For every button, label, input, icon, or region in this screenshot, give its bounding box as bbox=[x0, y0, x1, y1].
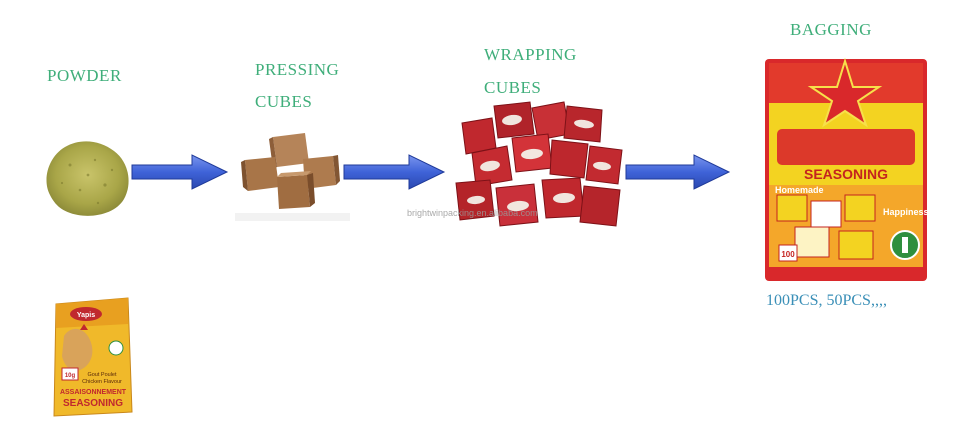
pressed-cubes-image bbox=[235, 133, 350, 221]
flow-arrow-3 bbox=[625, 154, 731, 190]
flow-arrow-2 bbox=[343, 154, 446, 190]
step-label-powder: POWDER bbox=[47, 66, 122, 85]
bag-badge-count: 100 bbox=[781, 250, 795, 259]
watermark-text: brightwinpacking.en.alibaba.com bbox=[407, 208, 538, 218]
sachet-line2: Chicken Flavour bbox=[82, 379, 122, 385]
powder-pile-image bbox=[46, 141, 129, 216]
step-label-wrapping-cubes: CUBES bbox=[484, 78, 542, 97]
seasoning-sachet-image: Yapis 10g Gout Poulet Chicken Flavour AS… bbox=[53, 297, 133, 417]
sachet-line4: SEASONING bbox=[63, 398, 123, 409]
bag-quantity-caption: 100PCS, 50PCS,,,, bbox=[766, 292, 887, 309]
step-label-wrapping: WRAPPING bbox=[484, 45, 577, 64]
step-label-pressing: PRESSING bbox=[255, 60, 340, 79]
sachet-weight: 10g bbox=[65, 373, 76, 379]
bag-word-homemade: Homemade bbox=[775, 185, 824, 195]
sachet-brand: Yapis bbox=[77, 312, 95, 319]
sachet-line1: Gout Poulet bbox=[87, 372, 117, 378]
sachet-line3: ASSAISONNEMENT bbox=[60, 389, 127, 396]
seasoning-bag-image: SEASONING Homemade Happiness 100 bbox=[765, 57, 929, 281]
wrapped-cubes-image bbox=[455, 101, 623, 227]
step-label-bagging: BAGGING bbox=[790, 20, 872, 39]
flow-arrow-1 bbox=[131, 154, 229, 190]
step-label-pressing-cubes: CUBES bbox=[255, 92, 313, 111]
bag-word-happiness: Happiness bbox=[883, 207, 929, 217]
bag-word-seasoning: SEASONING bbox=[804, 166, 888, 182]
